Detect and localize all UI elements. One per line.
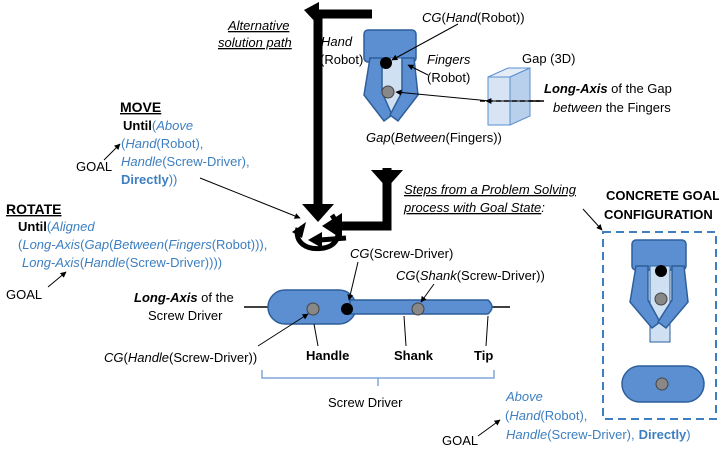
concrete-line1: CONCRETE GOAL [606, 188, 719, 203]
alt-path-line2: solution path [218, 35, 292, 50]
screwdriver [267, 289, 493, 325]
bottom-goal-pointer [477, 419, 501, 437]
cg-hand-dot [380, 57, 392, 69]
cg-sd-label: CG(Screw-Driver) [350, 246, 453, 261]
pointer-cg-handle [257, 313, 309, 347]
sd-handle-label: Handle [306, 348, 349, 363]
sd-cg-handle-dot [306, 302, 320, 316]
steps-line2: process with Goal State: [403, 200, 545, 215]
hand-palm [363, 29, 417, 63]
steps-path-arrow [322, 168, 403, 239]
move-title: MOVE [120, 99, 161, 115]
fingers-arg: (Robot) [427, 70, 470, 85]
rotate-line1: Until(Aligned [18, 219, 95, 234]
move-to-arrow-pointer [199, 177, 301, 219]
robot-hand [363, 29, 419, 123]
cg-shank-label: CG(Shank(Screw-Driver)) [396, 268, 545, 283]
pointer-cg-sd [347, 261, 359, 301]
sd-cg-dot [341, 303, 353, 315]
concrete-goal-box [602, 231, 717, 420]
concrete-line2: CONFIGURATION [604, 207, 713, 222]
bottom-goal-line2: (Hand(Robot), [505, 408, 587, 423]
alternative-path-arrow [302, 2, 372, 222]
rotate-title: ROTATE [6, 201, 61, 217]
gap-dot [381, 85, 395, 99]
long-axis-gap-line2: between the Fingers [553, 100, 671, 115]
move-goal-pointer [103, 143, 121, 161]
move-line3: Handle(Screw-Driver), [121, 154, 250, 169]
rotation-arrow [292, 213, 347, 252]
sd-bracket [261, 370, 495, 386]
steps-pointer [582, 208, 603, 231]
concrete-handle [621, 365, 705, 403]
hand-label: Hand [321, 34, 353, 49]
rotate-goal-pointer [47, 271, 67, 288]
finger-right [389, 57, 419, 123]
move-line1: Until(Above [123, 118, 193, 133]
rotate-line3: Long-Axis(Handle(Screw-Driver)))) [22, 255, 222, 270]
concrete-robot-hand [629, 239, 689, 343]
sd-caption: Screw Driver [328, 395, 403, 410]
sd-tip-tick [485, 315, 489, 347]
hand-arg: (Robot) [320, 52, 363, 67]
fingers-label: Fingers [427, 52, 471, 67]
cg-handle-label: CG(Handle(Screw-Driver)) [104, 350, 257, 365]
move-line2: (Hand(Robot), [121, 136, 203, 151]
pointer-gap [395, 89, 491, 102]
bottom-goal-label: GOAL [442, 433, 478, 448]
alt-path-line1: Alternative [227, 18, 289, 33]
gap3d-label: Gap (3D) [522, 51, 575, 66]
move-line4: Directly)) [121, 172, 177, 187]
gap-between-label: Gap(Between(Fingers)) [366, 130, 502, 145]
move-goal: GOAL [76, 159, 112, 174]
sd-cg-shank-dot [411, 302, 425, 316]
sd-shank-label: Shank [394, 348, 434, 363]
rotate-goal: GOAL [6, 287, 42, 302]
sd-long-axis-line1: Long-Axis of the [134, 290, 234, 305]
sd-tip-label: Tip [474, 348, 493, 363]
long-axis-gap-line1: Long-Axis of the Gap [544, 81, 672, 96]
pointer-cg-shank [420, 283, 435, 303]
bottom-goal-line1: Above [505, 389, 543, 404]
pointer-fingers [407, 64, 429, 76]
sd-long-axis-line2: Screw Driver [148, 308, 223, 323]
steps-line1: Steps from a Problem Solving [404, 182, 577, 197]
cg-hand-label: CG(Hand(Robot)) [422, 10, 525, 25]
bottom-goal-line3: Handle(Screw-Driver),Directly) [506, 427, 691, 442]
rotate-line2: (Long-Axis(Gap(Between(Fingers(Robot))), [18, 237, 267, 252]
pointer-cg-hand [391, 23, 459, 61]
sd-handle-tick [313, 323, 319, 347]
gap-3d-cube [480, 67, 540, 126]
sd-shank-tick [403, 315, 407, 347]
